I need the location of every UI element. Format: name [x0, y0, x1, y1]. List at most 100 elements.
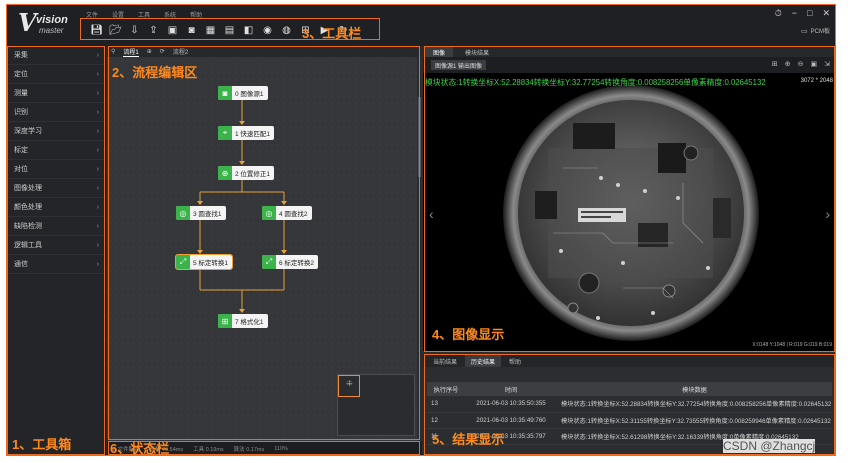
controller-icon[interactable]: ▤ — [224, 24, 235, 36]
run-loop-icon[interactable]: ↻ — [339, 24, 348, 36]
minimize-button[interactable]: − — [791, 8, 798, 18]
column-header-data[interactable]: 模块数据 — [557, 382, 832, 396]
flow-minimap[interactable]: ⁜ — [337, 374, 415, 436]
table-row[interactable]: 13 2021-06-03 10:35:50:355 模块状态:1转换坐标X:5… — [427, 396, 832, 413]
maximize-button[interactable]: □ — [807, 8, 813, 18]
status-file-config[interactable]: ⚙ 文件配置 — [111, 446, 140, 453]
flow-node-calib-transform-2[interactable]: ⤢ 6 标定转换2 — [262, 255, 319, 269]
menu-tools[interactable]: 工具 — [138, 13, 151, 19]
zoom-out-icon[interactable]: ⊖ — [797, 61, 804, 68]
minimap-viewport[interactable] — [338, 375, 360, 397]
toolbox-item-image-processing[interactable]: 图像处理› — [6, 179, 105, 198]
menu-settings[interactable]: 设置 — [112, 13, 125, 19]
flow-node-calib-transform-1[interactable]: ⤢ 5 标定转换1 — [174, 254, 234, 270]
chevron-right-icon: › — [96, 146, 99, 154]
image-source-select[interactable]: 图像源1 输出图像 — [431, 60, 487, 70]
column-header-index[interactable]: 执行序号 — [427, 382, 465, 396]
refresh-flow-icon[interactable]: ⟳ — [159, 49, 165, 55]
flow-connectors — [197, 100, 287, 313]
table-row[interactable]: 12 2021-06-03 10:35:49:760 模块状态:1转换坐标X:5… — [427, 412, 832, 429]
tab-flow-1[interactable]: 流程1 — [123, 47, 139, 57]
status-flow-time: 流程 76.54ms — [149, 446, 184, 453]
flow-node-image-source[interactable]: ◙ 0 图像源1 — [218, 86, 268, 100]
status-zoom: 110% — [274, 445, 288, 452]
toolbox-item-align[interactable]: 对位› — [6, 160, 105, 179]
camera-icon[interactable]: ◙ — [188, 24, 195, 36]
add-flow-icon[interactable]: ⊕ — [146, 49, 152, 55]
menu-file[interactable]: 文件 — [86, 13, 99, 19]
tab-help[interactable]: 帮助 — [509, 360, 522, 366]
toolbox-item-logic[interactable]: 逻辑工具› — [6, 236, 105, 255]
toolbox: 采集› 定位› 测量› 识别› 深度学习› 标定› 对位› 图像处理› 颜色处理… — [6, 46, 106, 456]
toolbox-item-measure[interactable]: 测量› — [6, 84, 105, 103]
pcb-image[interactable] — [423, 73, 836, 351]
flow-menu-icon[interactable]: ⚲ — [111, 49, 116, 55]
toolbox-item-label: 对位 — [14, 166, 28, 173]
toolbox-item-acquire[interactable]: 采集› — [6, 46, 105, 65]
column-header-time[interactable]: 时间 — [465, 382, 557, 396]
annotation-label-toolbox: 1、工具箱 — [12, 437, 72, 452]
communication-icon[interactable]: ◍ — [282, 24, 291, 36]
grid-icon[interactable]: ▦ — [205, 24, 216, 36]
table-header-row: 执行序号 时间 模块数据 — [427, 382, 832, 396]
flow-node-position-fix[interactable]: ⊕ 2 位置修正1 — [218, 166, 275, 180]
chevron-right-icon: › — [96, 51, 99, 59]
tab-module-result[interactable]: 模块结果 — [465, 51, 490, 57]
chevron-right-icon: › — [96, 70, 99, 78]
toolbox-item-locate[interactable]: 定位› — [6, 65, 105, 84]
save-icon[interactable]: 💾︎ — [90, 24, 103, 36]
cell-index: 11 — [427, 428, 465, 445]
flow-node-circle-find-2[interactable]: ◎ 4 圆查找2 — [262, 206, 312, 220]
toolbox-item-deep-learning[interactable]: 深度学习› — [6, 122, 105, 141]
zoom-in-icon[interactable]: ⊕ — [784, 61, 791, 68]
toolbox-item-recognize[interactable]: 识别› — [6, 103, 105, 122]
annotation-label-flow: 2、流程编辑区 — [112, 65, 198, 80]
global-icon[interactable]: ◉ — [263, 24, 272, 36]
toolbox-item-color[interactable]: 颜色处理› — [6, 198, 105, 217]
toolbox-item-calibrate[interactable]: 标定› — [6, 141, 105, 160]
actual-size-icon[interactable]: ▣ — [810, 61, 818, 68]
export-icon[interactable]: ⇪ — [149, 24, 158, 36]
next-image-icon[interactable]: › — [825, 206, 830, 222]
flow-node-fast-match[interactable]: ⌖ 1 快速匹配1 — [218, 126, 275, 140]
import-icon[interactable]: ⇩ — [130, 24, 139, 36]
flow-node-circle-find-1[interactable]: ◎ 3 圆查找1 — [176, 206, 226, 220]
tab-history-result[interactable]: 历史结果 — [465, 354, 502, 367]
status-algo-time: 算法 0.17ms — [233, 446, 265, 453]
image-toolbar: 图像源1 输出图像 ⊞ ⊕ ⊖ ▣ ⇲ — [423, 57, 836, 73]
solution-name[interactable]: ▭ PCM板 — [801, 26, 830, 36]
cell-data: 模块状态:1转换坐标X:52.28834转换坐标Y:32.77254转换角度:0… — [557, 396, 832, 413]
scan-icon[interactable]: ⊞ — [301, 24, 310, 36]
logo-word-master: master — [39, 26, 64, 35]
menu-system[interactable]: 系统 — [164, 13, 177, 19]
timer-icon[interactable]: ⏱ — [774, 8, 782, 18]
toolbox-item-label: 逻辑工具 — [14, 242, 42, 249]
open-icon[interactable]: 📂︎ — [109, 24, 122, 36]
run-once-icon[interactable]: ▶ — [320, 24, 329, 36]
menu-help[interactable]: 帮助 — [190, 13, 203, 19]
export-image-icon[interactable]: ⇲ — [824, 61, 830, 68]
toolbox-item-defect[interactable]: 缺陷检测› — [6, 217, 105, 236]
folder-icon: ▭ — [801, 27, 808, 35]
toolbox-item-comm[interactable]: 通信› — [6, 255, 105, 274]
flow-node-label: 1 快速匹配1 — [235, 131, 271, 138]
chevron-right-icon: › — [96, 222, 99, 230]
prev-image-icon[interactable]: ‹ — [429, 206, 434, 222]
image-tools: ⊞ ⊕ ⊖ ▣ ⇲ — [772, 60, 830, 68]
result-table: 执行序号 时间 模块数据 13 2021-06-03 10:35:50:355 … — [427, 382, 832, 445]
annotation-label-result: 5、结果显示 — [432, 432, 505, 447]
flow-editor[interactable]: ⚲ 流程1 ⊕ ⟳ 流程2 ◙ 0 图像源1 ⌖ 1 快速匹配1 ⊕ 2 位置修… — [107, 46, 422, 441]
tab-image[interactable]: 图像 — [425, 46, 454, 57]
split-icon[interactable]: ◧ — [243, 24, 254, 36]
flow-node-format[interactable]: ⊞ 7 格式化1 — [218, 314, 268, 328]
close-button[interactable]: ✕ — [822, 8, 830, 18]
tab-flow-2[interactable]: 流程2 — [172, 50, 189, 56]
image-icon[interactable]: ▣ — [167, 24, 178, 36]
image-resolution: 3072 * 2048 — [800, 78, 833, 84]
tab-current-result[interactable]: 当前结果 — [433, 360, 458, 366]
chevron-right-icon: › — [96, 184, 99, 192]
cart-icon: ⊞ — [218, 314, 232, 328]
fit-icon[interactable]: ⊞ — [771, 61, 778, 68]
cell-time: 2021-06-03 10:35:35:797 — [465, 428, 557, 445]
main-toolbar: 💾︎ 📂︎ ⇩ ⇪ ▣ ◙ ▦ ▤ ◧ ◉ ◍ ⊞ ▶ ↻ — [90, 24, 350, 36]
